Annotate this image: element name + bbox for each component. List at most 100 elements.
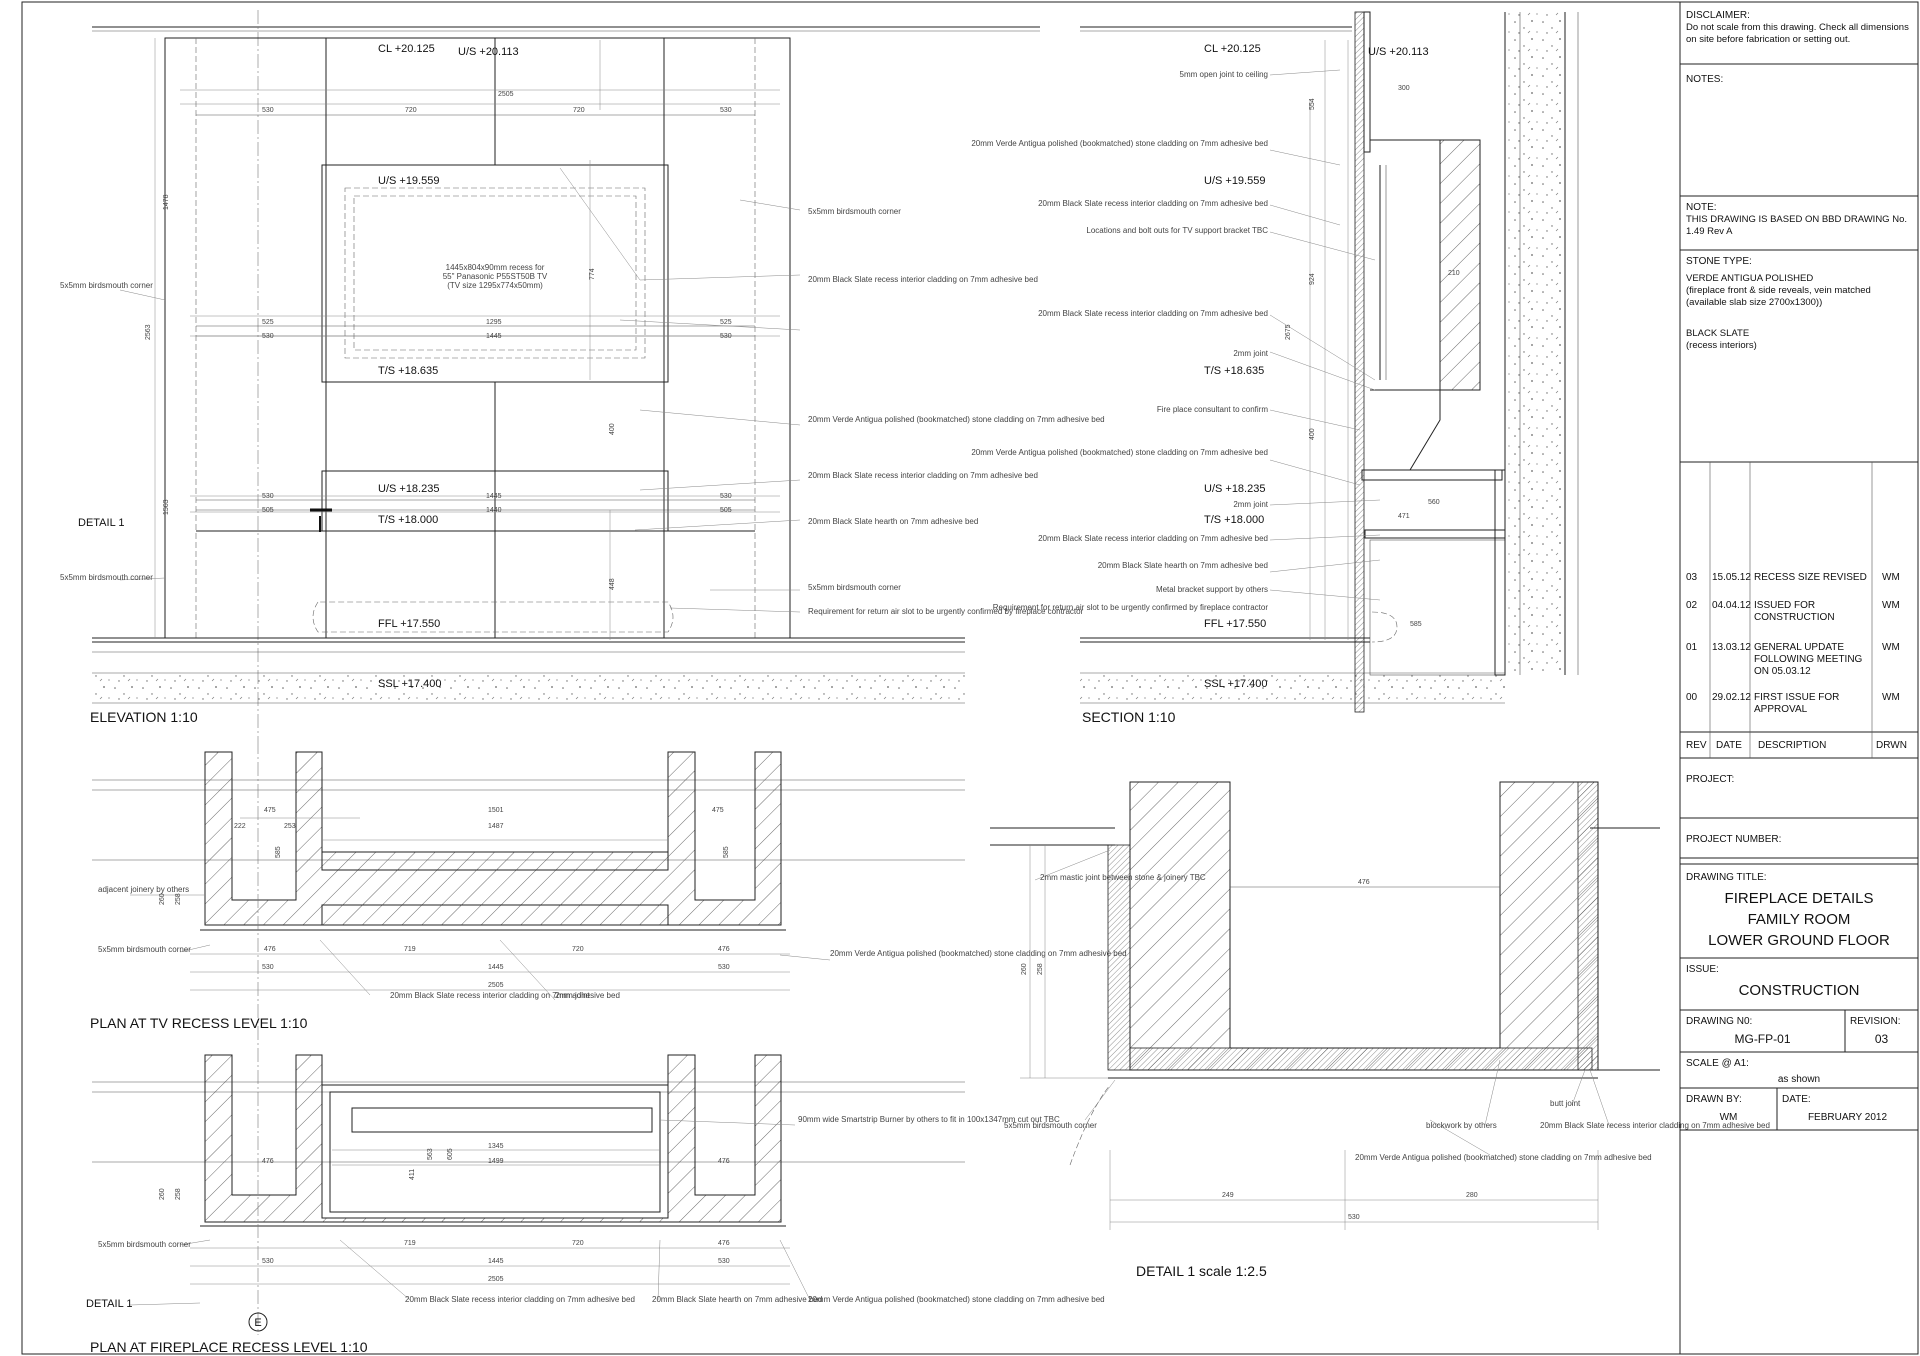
sec-level-3: T/S +18.635	[1204, 365, 1264, 377]
return-air-slot	[312, 601, 674, 633]
fp-dim-10: 720	[572, 1240, 584, 1247]
drawn-by-label: DRAWN BY:	[1686, 1094, 1742, 1105]
sec-level-7: SSL +17.400	[1204, 678, 1268, 690]
tv-recess	[321, 164, 669, 383]
sec-note-2: 20mm Black Slate recess interior claddin…	[1038, 199, 1268, 208]
stone-1: VERDE ANTIGUA POLISHED	[1686, 273, 1814, 284]
tv-plan-stone	[204, 751, 782, 926]
sec-level-1: U/S +20.113	[1368, 46, 1429, 58]
plan-tv-title: PLAN AT TV RECESS LEVEL 1:10	[90, 1015, 308, 1031]
title-block: DISCLAIMER: Do not scale from this drawi…	[1680, 2, 1918, 1354]
tvp-dim-11: 719	[404, 946, 416, 953]
fp-note-1: 5x5mm birdsmouth corner	[98, 1240, 191, 1249]
elev-level-0: CL +20.125	[378, 43, 435, 55]
fp-dim-8: 605	[447, 1148, 454, 1160]
tvp-dim-16: 530	[718, 964, 730, 971]
sec-dim-6: 560	[1428, 499, 1440, 506]
sec-note-6: Fire place consultant to confirm	[1157, 405, 1268, 414]
rev-number: 02	[1686, 600, 1698, 611]
fp-section-mark: E	[254, 1317, 261, 1329]
disclaimer-label: DISCLAIMER:	[1686, 10, 1750, 21]
elev-dim-11: 530	[262, 493, 274, 500]
fp-dim-7: 563	[427, 1148, 434, 1160]
rev-header-date: DATE	[1716, 740, 1742, 751]
elev-dim-7: 525	[720, 319, 732, 326]
sec-dim-0: 300	[1398, 85, 1410, 92]
project-number-label: PROJECT NUMBER:	[1686, 834, 1782, 845]
sec-level-6: FFL +17.550	[1204, 618, 1266, 630]
elev-note-8: 5x5mm birdsmouth corner	[60, 573, 153, 582]
rev-header-description: DESCRIPTION	[1758, 740, 1827, 751]
elev-dim-15: 1440	[486, 507, 502, 514]
tv-note-2: (TV size 1295x774x50mm)	[447, 281, 543, 290]
fp-note-4: 20mm Verde Antigua polished (bookmatched…	[808, 1295, 1105, 1304]
rev-drawn: WM	[1882, 572, 1900, 583]
tvp-dim-8: 260	[159, 893, 166, 905]
tvp-dim-12: 720	[572, 946, 584, 953]
detail-title: DETAIL 1 scale 1:2.5	[1136, 1263, 1267, 1279]
rev-date: 04.04.12	[1712, 600, 1751, 611]
rev-description: ISSUED FOR CONSTRUCTION	[1754, 600, 1835, 623]
det-note-3: 20mm Verde Antigua polished (bookmatched…	[1355, 1153, 1652, 1162]
fp-dim-1: 1499	[488, 1158, 504, 1165]
drawing-no: MG-FP-01	[1734, 1032, 1791, 1046]
elev-dim-17: 1478	[163, 194, 170, 210]
tvp-note-1: 5x5mm birdsmouth corner	[98, 945, 191, 954]
rev-drawn: WM	[1882, 600, 1900, 611]
drawing-title-line-1: FIREPLACE DETAILS	[1724, 890, 1874, 907]
detail-1-view: 2mm mastic joint between stone & joinery…	[990, 781, 1770, 1279]
det-note-2: blockwork by others	[1426, 1121, 1497, 1130]
sec-note-10: 20mm Black Slate hearth on 7mm adhesive …	[1098, 561, 1268, 570]
drawing-title-label: DRAWING TITLE:	[1686, 872, 1767, 883]
sec-dim-1: 554	[1309, 98, 1316, 110]
elevation-view: CL +20.125 U/S +20.113 U/S +19.559 T/S +…	[60, 10, 1105, 740]
rev-date: 13.03.12	[1712, 642, 1751, 653]
elev-dim-1: 720	[405, 107, 417, 114]
fp-dim-13: 1445	[488, 1258, 504, 1265]
elev-dim-0: 530	[262, 107, 274, 114]
stone-1-desc: (fireplace front & side reveals, vein ma…	[1686, 285, 1871, 308]
elev-dim-19: 1563	[163, 499, 170, 515]
rev-header-rev: REV	[1686, 740, 1707, 751]
elev-dim-18: 2563	[145, 324, 152, 340]
elev-dim-8: 530	[262, 333, 274, 340]
drawing-no-label: DRAWING N0:	[1686, 1016, 1753, 1027]
note-text: THIS DRAWING IS BASED ON BBD DRAWING No.…	[1686, 214, 1907, 237]
sec-note-12: Requirement for return air slot to be ur…	[993, 603, 1269, 612]
tvp-note-0: adjacent joinery by others	[98, 885, 189, 894]
tvp-dim-17: 2505	[488, 982, 504, 989]
elev-dim-22: 774	[589, 268, 596, 280]
elev-note-1: 20mm Black Slate recess interior claddin…	[808, 275, 1038, 284]
sec-level-5: T/S +18.000	[1204, 514, 1264, 526]
tvp-dim-1: 1501	[488, 807, 504, 814]
elev-dim-9: 1445	[486, 333, 502, 340]
elev-note-4: 20mm Black Slate hearth on 7mm adhesive …	[808, 517, 978, 526]
rev-drawn: WM	[1882, 642, 1900, 653]
elev-dim-5: 525	[262, 319, 274, 326]
scale-value: as shown	[1777, 1074, 1821, 1085]
notes-label: NOTES:	[1686, 74, 1724, 85]
drawing-title-line-3: LOWER GROUND FLOOR	[1708, 932, 1890, 949]
rev-date: 29.02.12	[1712, 692, 1751, 703]
elev-dim-3: 720	[573, 107, 585, 114]
sec-dim-2: 924	[1309, 273, 1316, 285]
sec-dim-3: 2675	[1285, 324, 1292, 340]
stone-2: BLACK SLATE	[1686, 328, 1750, 339]
tvp-dim-5: 1487	[488, 823, 504, 830]
fp-dim-14: 530	[718, 1258, 730, 1265]
elev-note-7: 5x5mm birdsmouth corner	[60, 281, 153, 290]
tvp-dim-4: 253	[284, 823, 296, 830]
fp-dim-11: 476	[718, 1240, 730, 1247]
sec-note-11: Metal bracket support by others	[1156, 585, 1268, 594]
plan-fire-view: 90mm wide Smartstrip Burner by others to…	[86, 1054, 1105, 1355]
revision-row: 01 13.03.12 GENERAL UPDATE FOLLOWING MEE…	[1680, 642, 1918, 682]
rev-number: 00	[1686, 692, 1698, 703]
fire-plan-stone	[204, 1054, 782, 1223]
elev-dim-20: 448	[609, 578, 616, 590]
drawing-title: FIREPLACE DETAILS FAMILY ROOM LOWER GROU…	[1680, 888, 1918, 951]
elev-dim-12: 1445	[486, 493, 502, 500]
tvp-note-2: 20mm Black Slate recess interior claddin…	[390, 991, 620, 1000]
sec-level-4: U/S +18.235	[1204, 483, 1265, 495]
tvp-dim-2: 475	[712, 807, 724, 814]
